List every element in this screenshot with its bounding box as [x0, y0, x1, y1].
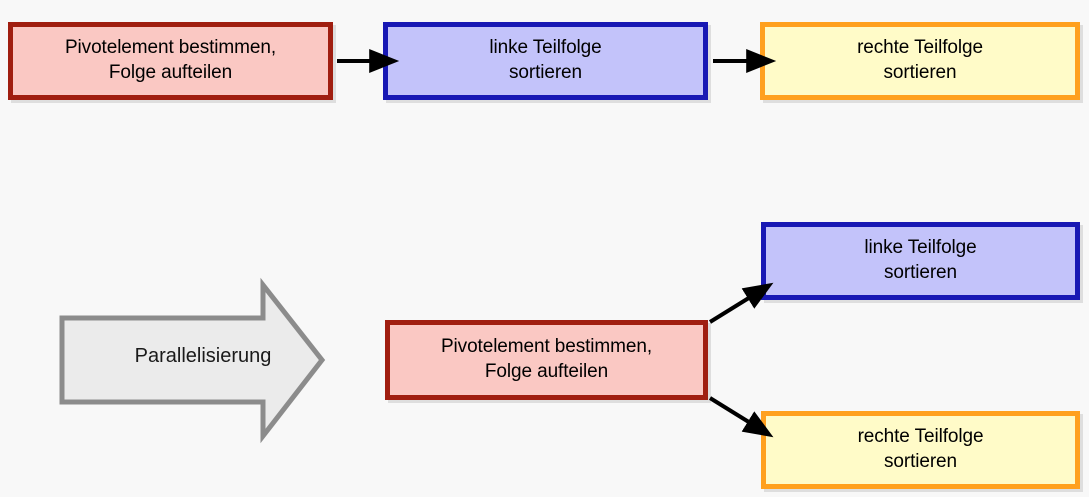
- node-sequential-left-label: linke Teilfolge sortieren: [489, 37, 602, 83]
- node-parallel-right-label: rechte Teilfolge sortieren: [857, 426, 984, 472]
- node-sequential-right[interactable]: rechte Teilfolge sortieren: [760, 22, 1080, 100]
- node-parallel-pivot-label: Pivotelement bestimmen, Folge aufteilen: [440, 336, 652, 382]
- node-parallel-left[interactable]: linke Teilfolge sortieren: [761, 222, 1080, 300]
- connector-par-pivot-to-left: [708, 282, 774, 324]
- connector-par-pivot-to-right: [708, 396, 774, 438]
- block-arrow-label: Parallelisierung: [134, 345, 272, 367]
- node-parallel-left-label: linke Teilfolge sortieren: [864, 237, 977, 283]
- node-sequential-left[interactable]: linke Teilfolge sortieren: [383, 22, 708, 100]
- node-parallel-right[interactable]: rechte Teilfolge sortieren: [761, 411, 1080, 489]
- node-sequential-right-label: rechte Teilfolge sortieren: [857, 37, 983, 83]
- node-sequential-pivot[interactable]: Pivotelement bestimmen, Folge aufteilen: [8, 22, 333, 100]
- node-sequential-pivot-label: Pivotelement bestimmen, Folge aufteilen: [64, 37, 276, 83]
- node-parallel-pivot[interactable]: Pivotelement bestimmen, Folge aufteilen: [385, 320, 708, 400]
